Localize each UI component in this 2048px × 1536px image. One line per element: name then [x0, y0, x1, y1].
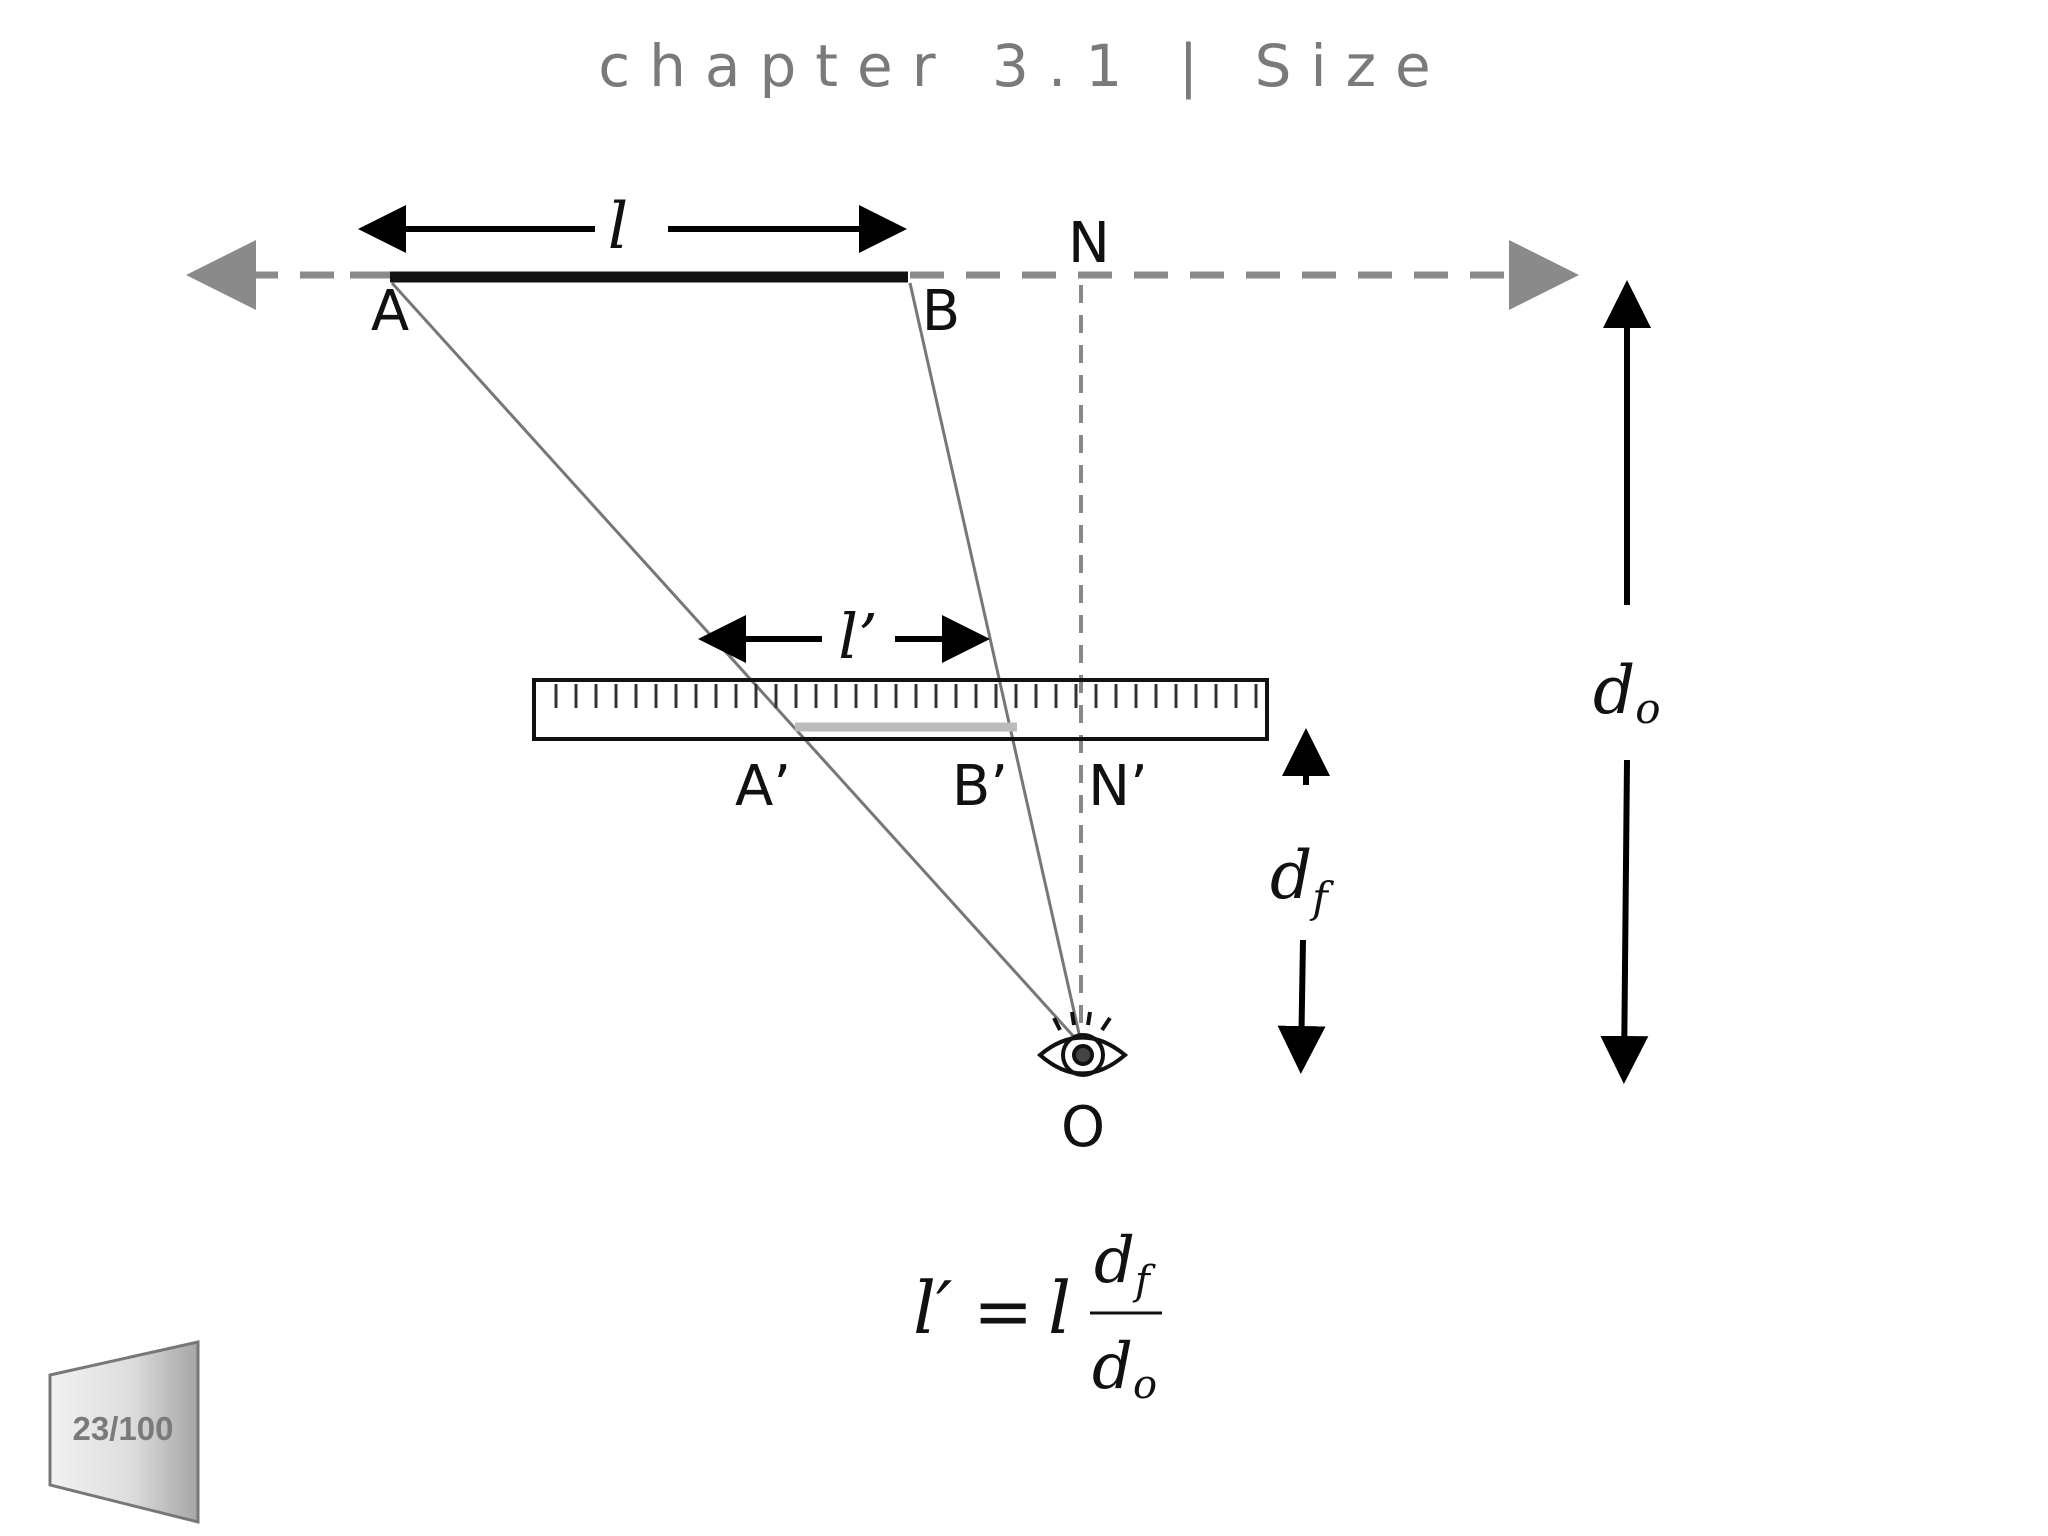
ruler [532, 678, 1269, 741]
formula-numerator: df [1094, 1224, 1156, 1304]
label-b-prime: B’ [952, 754, 1008, 819]
label-n: N [1068, 211, 1110, 276]
page-number: 23/100 [72, 1410, 174, 1447]
label-l: l [608, 190, 628, 264]
distance-do-arrow [1600, 280, 1651, 1084]
formula-equals: = [973, 1269, 1033, 1353]
label-df: df [1270, 837, 1334, 922]
label-a-prime: A’ [735, 754, 791, 819]
label-o: O [1061, 1095, 1105, 1160]
sight-lines [390, 281, 1083, 1040]
formula-lhs: l′ [913, 1266, 952, 1350]
distance-df-arrow [1277, 728, 1330, 1074]
label-b: B [922, 279, 960, 344]
label-l-prime: l’ [838, 600, 878, 673]
eye-icon [1036, 1011, 1129, 1077]
size-formula: l′ = l df do [913, 1224, 1162, 1408]
label-n-prime: N’ [1088, 754, 1148, 819]
slide-title: chapter 3.1 | Size [598, 32, 1450, 100]
page-counter: 23/100 [48, 1340, 203, 1525]
formula-denominator: do [1092, 1330, 1157, 1408]
page-counter-shape [48, 1340, 200, 1524]
label-a: A [371, 279, 409, 344]
label-do: do [1593, 652, 1661, 733]
formula-factor: l [1048, 1266, 1071, 1350]
